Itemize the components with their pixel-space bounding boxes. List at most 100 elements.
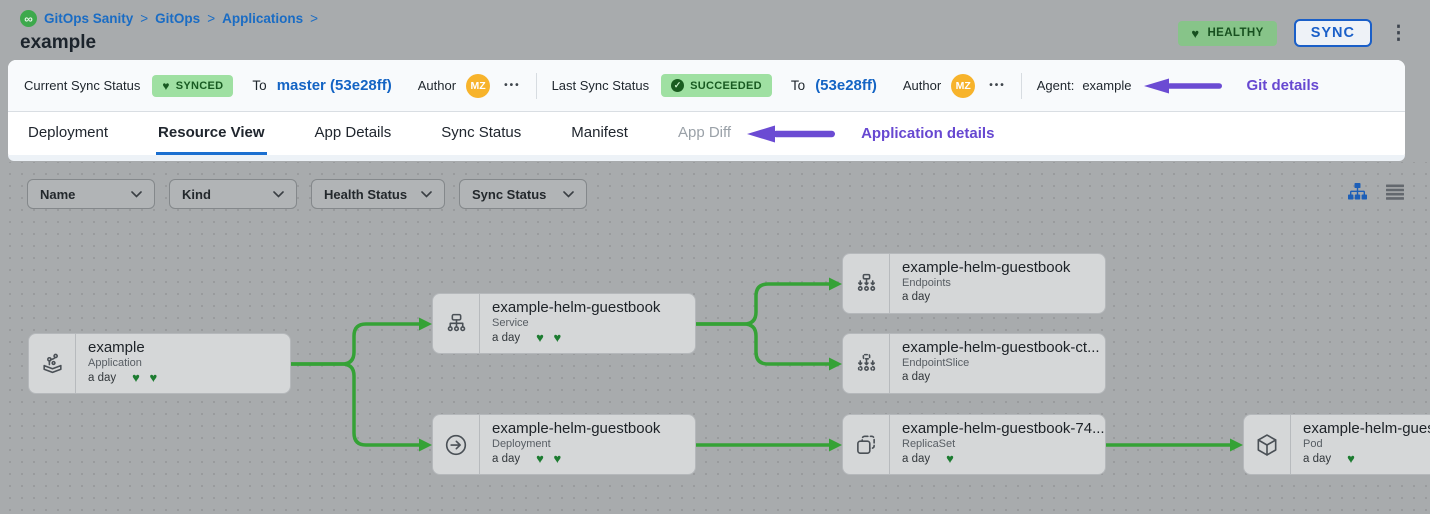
deployment-icon [433, 415, 479, 474]
app-details-card: Current Sync Status ♥ SYNCED To master (… [8, 60, 1405, 161]
node-age: a day [902, 371, 930, 383]
health-status-filter-dropdown[interactable]: Health Status [311, 179, 445, 209]
edge-example-service [291, 324, 420, 364]
succeeded-badge: ✓ SUCCEEDED [661, 74, 772, 97]
divider [536, 73, 537, 99]
breadcrumb-item-gitops[interactable]: GitOps [155, 11, 200, 26]
node-kind: ReplicaSet [902, 438, 1097, 450]
resource-node-replicaset[interactable]: example-helm-guestbook-74... ReplicaSet … [842, 414, 1106, 475]
replicaset-icon [843, 415, 889, 474]
breadcrumb-item-applications[interactable]: Applications [222, 11, 303, 26]
name-filter-dropdown[interactable]: Name [27, 179, 155, 209]
dropdown-label: Name [40, 187, 75, 202]
filter-bar: Name Kind Health Status Sync Status [27, 179, 587, 209]
endpoints-icon [843, 254, 889, 313]
resource-node-application[interactable]: example Application a day ♥ ♥ [28, 333, 291, 394]
sync-status-filter-dropdown[interactable]: Sync Status [459, 179, 587, 209]
heart-icon: ♥ [162, 80, 169, 92]
card-bottom-strip [8, 155, 1405, 161]
more-options-icon[interactable]: ••• [989, 80, 1006, 91]
endpointslice-icon [843, 334, 889, 393]
sync-status-bar: Current Sync Status ♥ SYNCED To master (… [8, 60, 1405, 112]
node-age: a day [88, 372, 116, 384]
edge-example-deployment [291, 364, 420, 445]
dropdown-label: Health Status [324, 187, 407, 202]
breadcrumb-separator: > [310, 11, 318, 26]
divider [1021, 73, 1022, 99]
heart-icon: ♥ [1191, 27, 1199, 40]
view-toggles [1348, 183, 1404, 200]
breadcrumb-item-gitops-sanity[interactable]: GitOps Sanity [44, 11, 133, 26]
dropdown-label: Kind [182, 187, 211, 202]
to-label: To [252, 78, 266, 93]
node-title: example-helm-guestbook-ct... [902, 339, 1097, 356]
health-status-badge: ♥ HEALTHY [1178, 21, 1276, 46]
more-options-icon[interactable]: ••• [504, 80, 521, 91]
breadcrumb-separator: > [140, 11, 148, 26]
left-arrow-callout-icon [1144, 78, 1222, 94]
resource-node-endpoints[interactable]: example-helm-guestbook Endpoints a day [842, 253, 1106, 314]
node-kind: Service [492, 317, 687, 329]
chevron-down-icon [563, 191, 574, 198]
resource-node-pod[interactable]: example-helm-guestbook Pod a day ♥ [1243, 414, 1430, 475]
author-avatar: MZ [951, 74, 975, 98]
node-kind: Pod [1303, 438, 1430, 450]
node-age: a day [492, 332, 520, 344]
kind-filter-dropdown[interactable]: Kind [169, 179, 297, 209]
breadcrumb-separator: > [207, 11, 215, 26]
node-kind: EndpointSlice [902, 357, 1097, 369]
node-kind: Application [88, 357, 282, 369]
agent-label: Agent: [1037, 78, 1075, 93]
node-age: a day [492, 453, 520, 465]
node-title: example-helm-guestbook [1303, 420, 1430, 437]
synced-badge-label: SYNCED [176, 80, 224, 92]
kebab-menu-icon[interactable]: ⋮ [1389, 24, 1408, 43]
health-heart-icons: ♥ [1347, 452, 1358, 465]
current-sync-status-label: Current Sync Status [24, 78, 140, 93]
tab-sync-status[interactable]: Sync Status [439, 112, 523, 155]
resource-node-service[interactable]: example-helm-guestbook Service a day ♥ ♥ [432, 293, 696, 354]
tab-app-diff[interactable]: App Diff [676, 112, 733, 155]
author-avatar: MZ [466, 74, 490, 98]
edge-service-endpoints [696, 284, 830, 324]
resource-graph-canvas[interactable]: Name Kind Health Status Sync Status [0, 162, 1430, 514]
node-title: example [88, 339, 282, 356]
sync-button[interactable]: SYNC [1294, 19, 1372, 47]
succeeded-badge-label: SUCCEEDED [690, 80, 762, 92]
dropdown-label: Sync Status [472, 187, 546, 202]
left-arrow-callout-icon [747, 125, 835, 143]
tab-app-details[interactable]: App Details [313, 112, 394, 155]
node-title: example-helm-guestbook [492, 420, 687, 437]
gitops-logo-icon: ∞ [20, 10, 37, 27]
health-heart-icons: ♥ ♥ [132, 371, 160, 384]
tab-deployment[interactable]: Deployment [26, 112, 110, 155]
node-kind: Endpoints [902, 277, 1097, 289]
node-age: a day [902, 453, 930, 465]
app-tabs: Deployment Resource View App Details Syn… [8, 112, 1405, 155]
last-revision-link[interactable]: (53e28ff) [815, 77, 877, 94]
list-view-icon[interactable] [1386, 184, 1404, 200]
health-heart-icons: ♥ [946, 452, 957, 465]
check-circle-icon: ✓ [671, 79, 684, 92]
health-heart-icons: ♥ ♥ [536, 331, 564, 344]
node-age: a day [1303, 453, 1331, 465]
to-label: To [791, 78, 805, 93]
resource-node-deployment[interactable]: example-helm-guestbook Deployment a day … [432, 414, 696, 475]
header-actions: ♥ HEALTHY SYNC ⋮ [1178, 19, 1408, 47]
author-label: Author [418, 78, 456, 93]
synced-badge: ♥ SYNCED [152, 75, 233, 97]
tree-view-icon[interactable] [1348, 183, 1367, 200]
node-title: example-helm-guestbook [902, 259, 1097, 276]
current-revision-link[interactable]: master (53e28ff) [277, 77, 392, 94]
node-title: example-helm-guestbook-74... [902, 420, 1097, 437]
chevron-down-icon [421, 191, 432, 198]
tab-manifest[interactable]: Manifest [569, 112, 630, 155]
node-kind: Deployment [492, 438, 687, 450]
resource-node-endpointslice[interactable]: example-helm-guestbook-ct... EndpointSli… [842, 333, 1106, 394]
tab-resource-view[interactable]: Resource View [156, 112, 266, 155]
application-details-annotation: Application details [747, 112, 994, 155]
git-details-annotation: Git details [1144, 77, 1319, 94]
edge-service-endpointslice [696, 324, 830, 364]
node-age: a day [902, 291, 930, 303]
service-icon [433, 294, 479, 353]
